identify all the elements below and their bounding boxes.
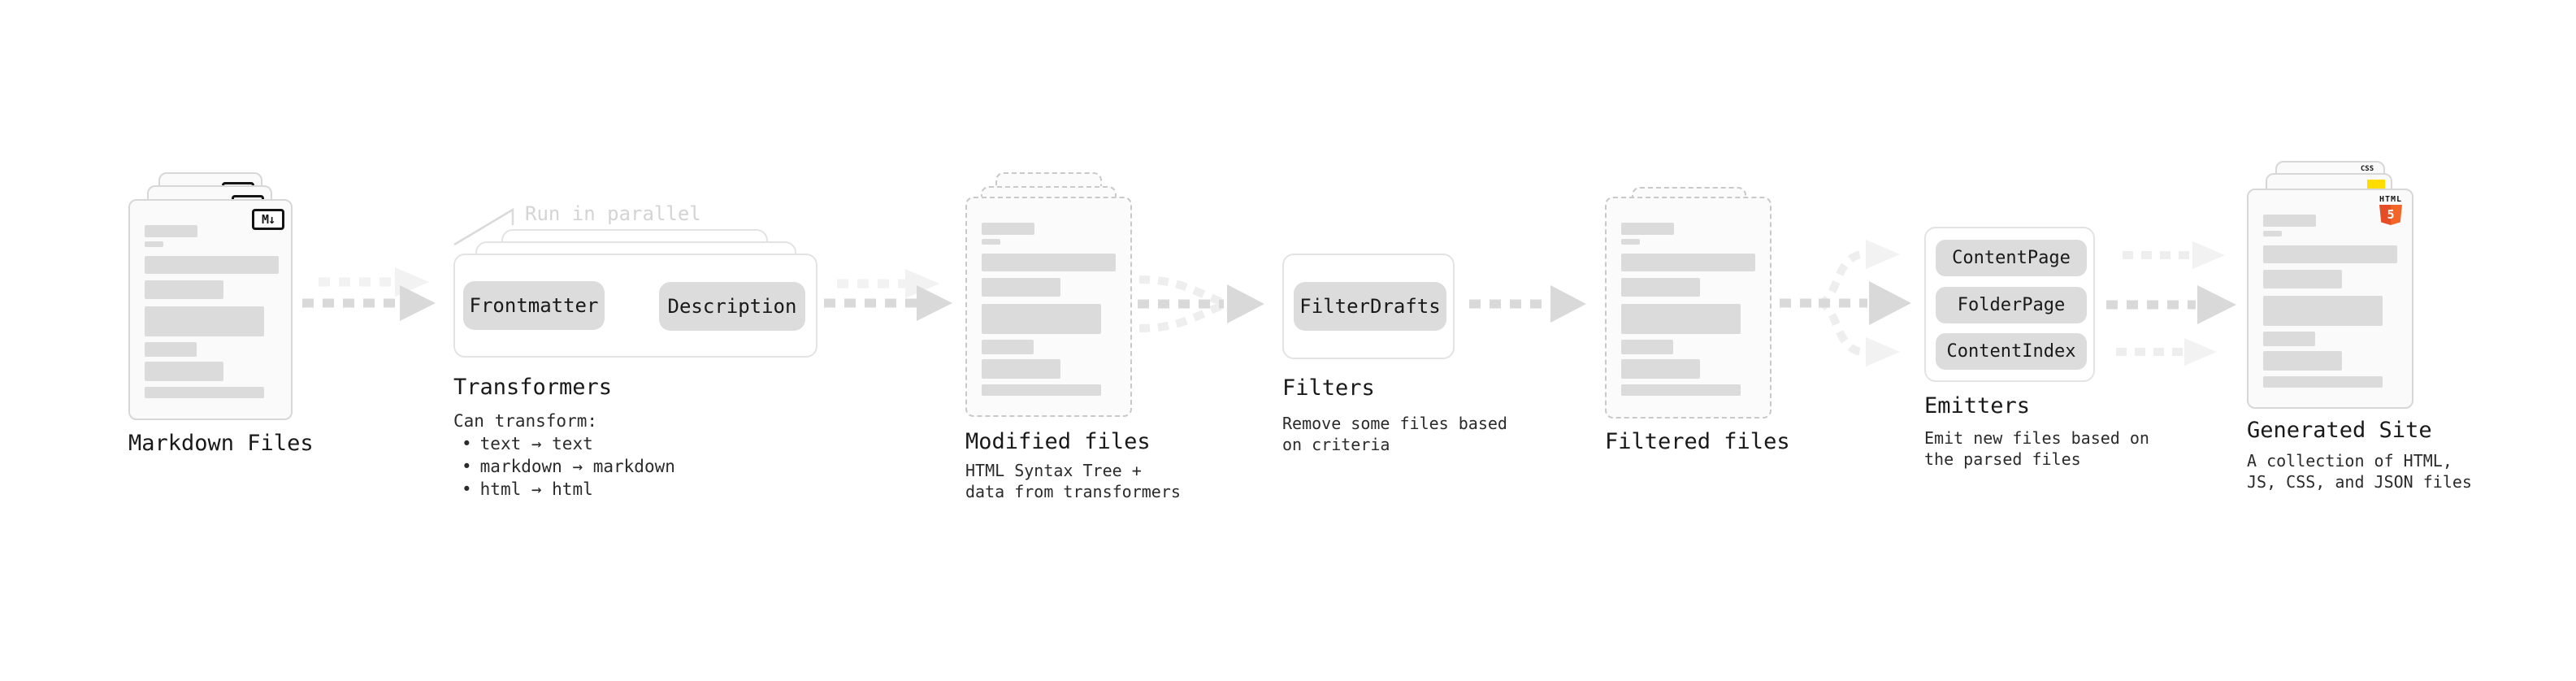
placeholder-text-line [982, 278, 1060, 297]
generated-doc-html: HTML 5 [2247, 189, 2413, 409]
bullet-text: text → text [479, 434, 593, 453]
arrow-emitters-to-generated-middle [2106, 285, 2236, 324]
arrow-modified-to-filters [1138, 275, 1264, 332]
arrow-markdown-to-transformers [302, 285, 436, 321]
placeholder-text-line [2263, 332, 2315, 346]
annotation-leader-line [453, 207, 514, 246]
bullet-char: • [462, 457, 472, 476]
placeholder-text-line [2263, 215, 2316, 227]
filters-description: on criteria [1282, 435, 1390, 454]
emitters-description: the parsed files [1924, 449, 2081, 469]
transformers-group: Frontmatter Description [453, 229, 819, 359]
run-in-parallel-annotation: Run in parallel [525, 202, 701, 225]
filters-description: Remove some files based [1282, 414, 1507, 433]
emitters-description: Emit new files based on [1924, 428, 2149, 448]
placeholder-text-line [982, 304, 1101, 334]
html5-number: 5 [2387, 207, 2395, 222]
arrow-filters-to-filtered [1469, 285, 1586, 323]
placeholder-text-line [1621, 254, 1755, 271]
modified-files-description: HTML Syntax Tree + [965, 461, 1142, 480]
doc-content-lines [145, 201, 279, 398]
filterdrafts-pill: FilterDrafts [1294, 282, 1446, 331]
placeholder-text-line [145, 306, 264, 336]
placeholder-text-line [982, 239, 1000, 245]
transformers-bullet: • html → html [453, 478, 675, 501]
placeholder-text-line [145, 256, 279, 274]
markdown-files-label: Markdown Files [128, 431, 314, 456]
html5-icon-label: HTML [2379, 195, 2403, 204]
contentindex-pill: ContentIndex [1936, 333, 2087, 370]
placeholder-text-line [982, 254, 1116, 271]
placeholder-text-line [1621, 239, 1640, 245]
modified-doc-front [965, 197, 1132, 417]
placeholder-text-line [1621, 223, 1674, 235]
transformers-description-title: Can transform: [453, 411, 598, 431]
bullet-char: • [462, 434, 472, 453]
modified-files-description: data from transformers [965, 482, 1181, 501]
bullet-text: html → html [479, 479, 593, 499]
html5-shield: 5 [2379, 205, 2402, 225]
doc-content-lines [982, 198, 1116, 396]
generated-site-label: Generated Site [2247, 418, 2432, 443]
placeholder-text-line [2263, 376, 2383, 388]
placeholder-text-line [1621, 359, 1700, 379]
arrow-transformers-to-modified-ghost [837, 269, 939, 298]
placeholder-text-line [2263, 270, 2342, 288]
modified-files-label: Modified files [965, 429, 1151, 454]
arrow-emitters-to-generated-top [2123, 241, 2225, 269]
placeholder-text-line [2263, 245, 2397, 263]
placeholder-text-line [982, 223, 1034, 235]
css-icon-label: CSS [2360, 165, 2374, 173]
markdown-files-stack: M↓ M↓ M↓ [128, 172, 323, 424]
placeholder-text-line [982, 340, 1034, 354]
markdown-icon: M↓ [252, 209, 284, 230]
placeholder-text-line [145, 362, 223, 381]
placeholder-text-line [1621, 278, 1700, 297]
doc-content-lines [2263, 190, 2397, 388]
transformers-label: Transformers [453, 375, 613, 400]
bullet-text: markdown → markdown [479, 457, 675, 476]
html5-file-icon: HTML 5 [2378, 195, 2404, 225]
contentpage-pill: ContentPage [1936, 240, 2087, 276]
placeholder-text-line [145, 241, 163, 247]
bullet-char: • [462, 479, 472, 499]
transformers-bullet: • markdown → markdown [453, 455, 675, 478]
filtered-files-label: Filtered files [1605, 429, 1790, 454]
placeholder-text-line [145, 225, 197, 237]
filters-label: Filters [1282, 375, 1375, 401]
markdown-doc-front: M↓ [128, 199, 293, 420]
placeholder-text-line [145, 280, 223, 299]
placeholder-text-line [2263, 296, 2383, 326]
placeholder-text-line [2263, 231, 2282, 236]
placeholder-text-line [1621, 304, 1741, 334]
arrow-filtered-to-emitters [1780, 240, 1911, 367]
emitters-box: ContentPage FolderPage ContentIndex [1924, 227, 2095, 382]
placeholder-text-line [982, 384, 1101, 396]
doc-content-lines [1621, 198, 1755, 396]
js-file-icon [2367, 180, 2385, 189]
transformers-bullet: • text → text [453, 432, 675, 455]
description-pill: Description [659, 282, 805, 331]
placeholder-text-line [145, 387, 264, 398]
modified-files-stack [965, 172, 1160, 424]
filtered-doc-front [1605, 197, 1772, 419]
placeholder-text-line [145, 342, 197, 357]
placeholder-text-line [982, 359, 1060, 379]
generated-site-stack: CSS HTML 5 [2247, 161, 2442, 421]
arrow-emitters-to-generated-bottom [2116, 338, 2217, 366]
generated-site-description: A collection of HTML, [2247, 451, 2452, 471]
transformer-box-front: Frontmatter Description [453, 254, 817, 358]
placeholder-text-line [2263, 351, 2342, 371]
generated-site-description: JS, CSS, and JSON files [2247, 472, 2472, 492]
placeholder-text-line [1621, 340, 1673, 354]
filters-box: FilterDrafts [1282, 254, 1455, 359]
arrow-transformers-to-modified [824, 285, 952, 321]
emitters-label: Emitters [1924, 393, 2031, 419]
placeholder-text-line [1621, 384, 1741, 396]
filtered-files-stack [1605, 187, 1800, 423]
folderpage-pill: FolderPage [1936, 287, 2087, 323]
frontmatter-pill: Frontmatter [463, 281, 605, 330]
